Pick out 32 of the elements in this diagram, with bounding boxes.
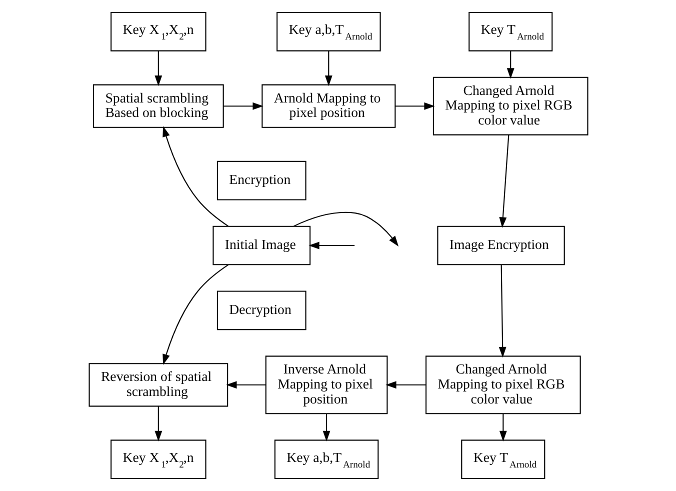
- node-box: Key a,b,T$_{Arnold}$: [276, 12, 380, 52]
- arrow: [162, 264, 228, 365]
- node-box: Key X$_{1}$,X$_{2}$,n: [110, 440, 206, 480]
- arrow: [226, 381, 266, 389]
- node-box: Key T$_{Arnold}$: [460, 440, 545, 480]
- node-box: Encryption: [216, 160, 306, 200]
- arrow: [324, 50, 332, 86]
- arrow: [154, 50, 162, 86]
- node-box: Changed Arnold Mapping to pixel RGB color value: [424, 356, 580, 414]
- arrow: [394, 102, 434, 110]
- arrow: [506, 50, 514, 79]
- node-box: Decryption: [216, 290, 306, 330]
- arrow: [154, 406, 162, 442]
- node-box: Key X$_{1}$,X$_{2}$,n: [110, 12, 206, 52]
- arrow: [498, 264, 506, 358]
- arrow: [498, 134, 509, 228]
- arrow: [223, 102, 263, 110]
- node-box: Initial Image: [212, 226, 310, 266]
- node-box: Inverse Arnold Mapping to pixel position: [264, 356, 388, 414]
- node-box: Reversion of spatial scrambling: [88, 363, 228, 407]
- node-box: Spatial scrambling Based on blocking: [92, 84, 224, 128]
- node-box: Image Encryption: [436, 226, 564, 266]
- arrow: [162, 126, 228, 227]
- arrow: [322, 414, 330, 442]
- arrow: [385, 381, 426, 389]
- node-box: Arnold Mapping to pixel position: [261, 84, 396, 128]
- arrow: [308, 242, 354, 250]
- arrow: [498, 414, 506, 442]
- arrow: [293, 212, 398, 246]
- node-box: Changed Arnold Mapping to pixel RGB color value: [432, 76, 588, 136]
- node-box: Key a,b,T$_{Arnold}$: [274, 440, 378, 480]
- node-box: Key T$_{Arnold}$: [468, 12, 552, 52]
